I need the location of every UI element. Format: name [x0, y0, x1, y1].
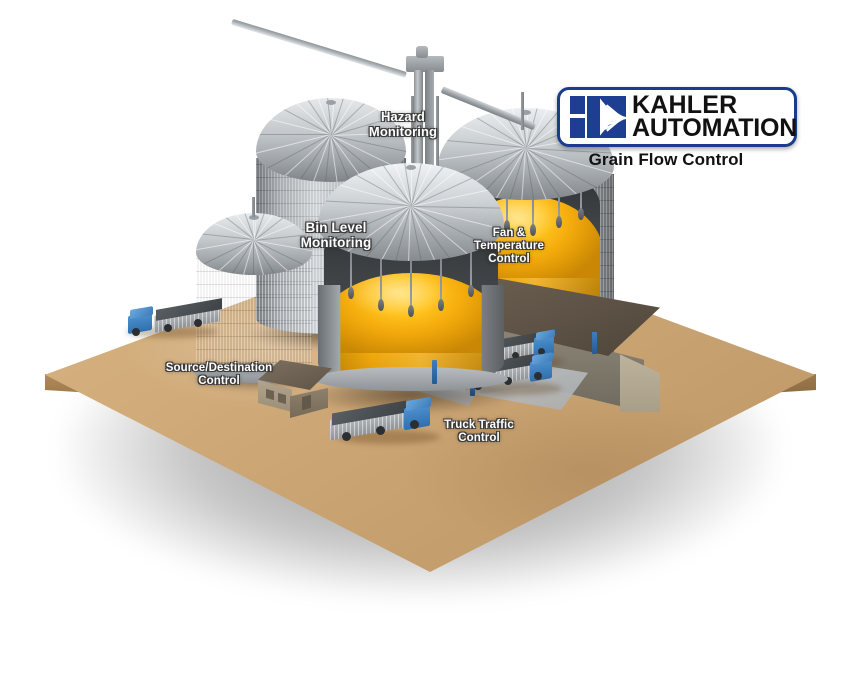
silo-large-front-wall-right	[481, 285, 504, 385]
truck-front-lot	[330, 394, 446, 446]
elevator-head-housing	[406, 56, 444, 72]
silo-large-front-roof	[318, 163, 504, 261]
silo-small-fill-pipe	[252, 197, 255, 217]
kahler-k-logo-mark	[568, 96, 627, 138]
callout-truck-traffic-control: Truck Traffic Control	[444, 419, 514, 444]
grain-facility-diagram: Hazard Monitoring Bin Level Monitoring F…	[0, 0, 860, 636]
silo-large-front-wall	[318, 285, 341, 385]
elevator-leg-column	[414, 70, 423, 226]
callout-hazard-monitoring: Hazard Monitoring	[368, 109, 438, 139]
office-door	[302, 394, 311, 411]
truck-left-lot	[120, 296, 224, 340]
logo-line-2: AUTOMATION	[632, 114, 798, 142]
conveyor-support-post	[521, 92, 524, 130]
silo-large-front	[303, 163, 519, 415]
logo-line-1: KAHLER	[632, 91, 738, 119]
office-window	[266, 388, 274, 401]
scale-office-building	[256, 360, 334, 418]
bucket-elevator-leg	[400, 36, 452, 226]
callout-source-destination-control: Source/Destination Control	[165, 362, 273, 387]
logo-wordmark: KAHLER AUTOMATION	[632, 91, 798, 142]
overhead-conveyor-left	[231, 18, 407, 78]
silo-small-left-roof	[196, 213, 312, 275]
callout-fan-temperature-control: Fan & Temperature Control	[474, 227, 544, 265]
bin-level-sensor-post	[432, 360, 437, 384]
office-window-2	[278, 392, 286, 405]
kahler-automation-logo: KAHLER AUTOMATION	[557, 87, 797, 147]
warehouse-wall-right	[620, 354, 660, 412]
traffic-bollard-right	[592, 332, 597, 354]
diagram-title: Grain Flow Control	[588, 150, 744, 169]
callout-bin-level-monitoring: Bin Level Monitoring	[300, 220, 372, 251]
